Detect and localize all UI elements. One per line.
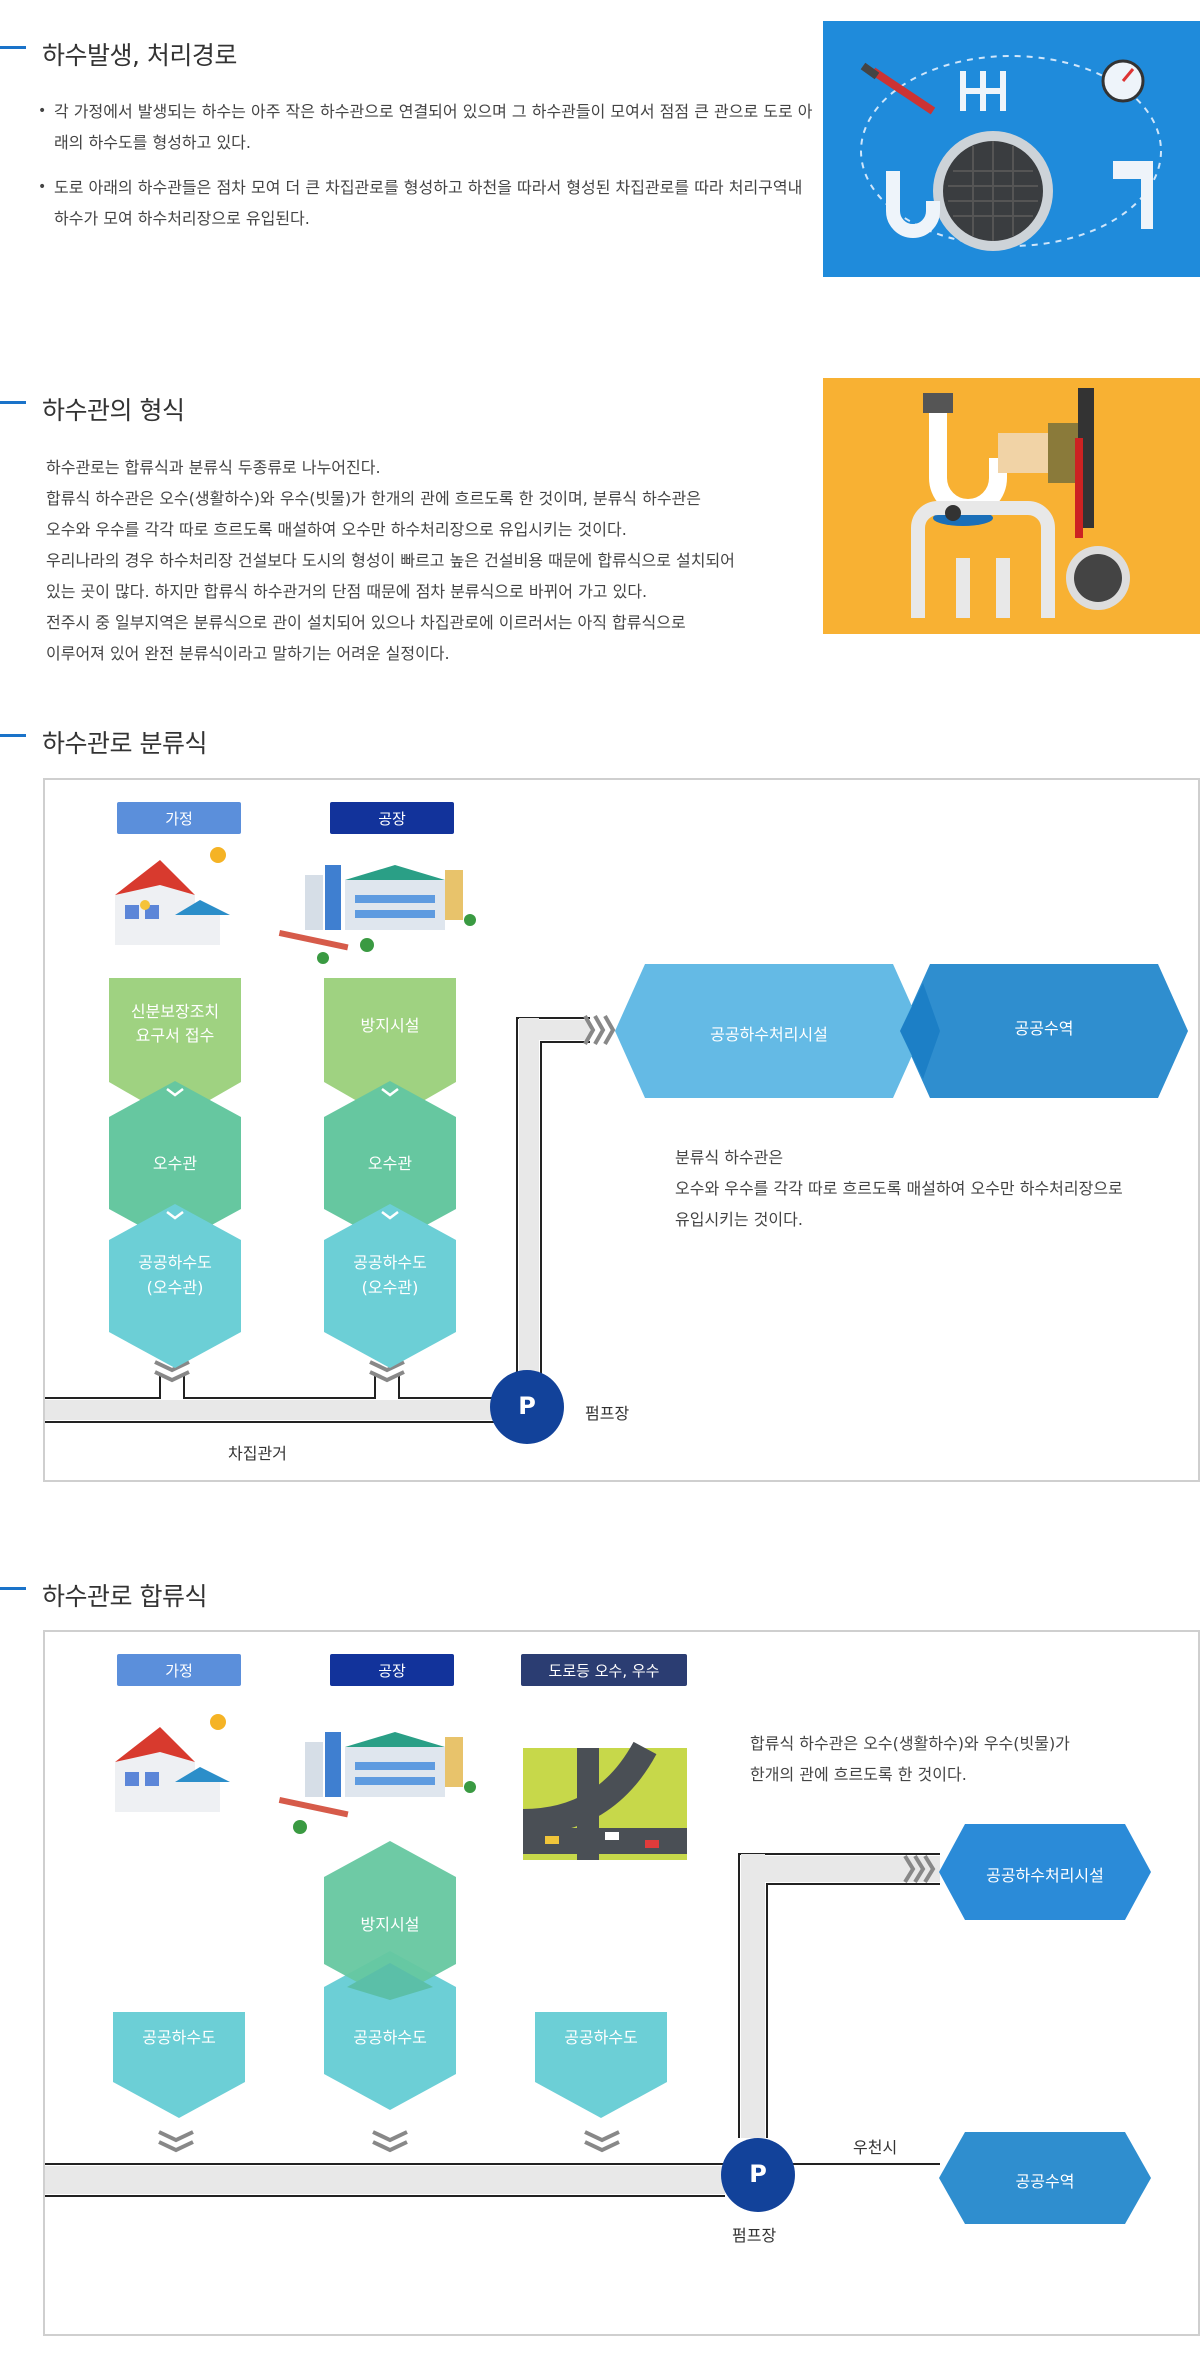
col1-step1-label: 신분보장조치 요구서 접수 xyxy=(130,1002,220,1045)
interceptor-label: 차집관거 xyxy=(228,1444,287,1463)
col1-step1-shape xyxy=(109,978,241,1120)
public-water-label: 공공수역 xyxy=(1015,2172,1075,2191)
hexagon-overlap xyxy=(900,983,940,1079)
road-illustration xyxy=(522,1741,687,1860)
bullet-item: 각 가정에서 발생되는 하수는 아주 작은 하수관으로 연결되어 있으며 그 하… xyxy=(38,96,818,158)
flow-chevrons xyxy=(158,1854,936,2153)
pump-station-circle xyxy=(490,1370,564,1444)
pump-station-symbol: P xyxy=(749,2160,767,2188)
bullet-item: 도로 아래의 하수관들은 점차 모여 더 큰 차집관로를 형성하고 하천을 따라… xyxy=(38,172,818,234)
section1-bullets: 각 가정에서 발생되는 하수는 아주 작은 하수관으로 연결되어 있으며 그 하… xyxy=(38,96,818,248)
section-marker xyxy=(0,400,26,404)
note-line: 분류식 하수관은 xyxy=(675,1148,784,1167)
house-label: 가정 xyxy=(117,1654,241,1686)
combined-pipe xyxy=(45,1853,940,2197)
house-label: 가정 xyxy=(117,802,241,834)
paragraph-line: 오수와 우수를 각각 따로 흐르도록 매설하여 오수만 하수처리장으로 유입시키… xyxy=(46,520,627,539)
col2-step2-shape xyxy=(324,1081,456,1245)
section2-title: 하수관의 형식 xyxy=(0,389,185,429)
combined-sewer-label-col2: 공공하수도 xyxy=(353,2028,427,2047)
treatment-facility-label: 공공하수처리시설 xyxy=(986,1866,1104,1885)
separate-system-graphic xyxy=(45,847,1188,1444)
separate-system-note: 분류식 하수관은 오수와 우수를 각각 따로 흐르도록 매설하여 오수만 하수처… xyxy=(675,1142,1123,1235)
paragraph-line: 합류식 하수관은 오수(생활하수)와 우수(빗물)가 한개의 관에 흐르도록 한… xyxy=(46,489,701,508)
section1-title: 하수발생, 처리경로 xyxy=(0,34,237,74)
col2-step3-label: 공공하수도 (오수관) xyxy=(353,1253,427,1297)
col2-shapes xyxy=(324,978,456,1368)
pump-station-circle xyxy=(721,2138,795,2212)
combined-sewer-shape-col1 xyxy=(113,2012,245,2118)
combined-sewer-shape-col3 xyxy=(535,2012,667,2118)
paragraph-line: 하수관로는 합류식과 분류식 두종류로 나누어진다. xyxy=(46,458,381,477)
overflow-label: 우천시 xyxy=(853,2138,898,2157)
hexagon-overlap xyxy=(347,1963,433,2000)
treatment-facility-hexagon xyxy=(615,964,923,1098)
treatment-facility-label: 공공하수처리시설 xyxy=(710,1025,828,1044)
combined-system-graphic xyxy=(45,1714,1151,2224)
interceptor-pipe xyxy=(45,1017,590,1423)
col1-step2-shape xyxy=(109,1081,241,1245)
combined-system-note: 합류식 하수관은 오수(생활하수)와 우수(빗물)가 한개의 관에 흐르도록 한… xyxy=(750,1728,1070,1790)
section3-title: 하수관로 분류식 xyxy=(0,722,207,762)
col1-step3-label: 공공하수도 (오수관) xyxy=(138,1253,212,1297)
col1-shapes xyxy=(109,978,241,1368)
paragraph-line: 이루어져 있어 완전 분류식이라고 말하기는 어려운 실정이다. xyxy=(46,644,450,663)
combined-pipe-fill xyxy=(45,1854,940,2194)
combined-sewer-shape-col2 xyxy=(324,1951,456,2110)
col2-step2-label: 오수관 xyxy=(367,1154,413,1173)
section-marker xyxy=(0,733,26,737)
note-line: 오수와 우수를 각각 따로 흐르도록 매설하여 오수만 하수처리장으로 xyxy=(675,1179,1123,1198)
house-illustration xyxy=(115,847,230,945)
road-label: 도로등 오수, 우수 xyxy=(521,1654,687,1686)
factory-label: 공장 xyxy=(330,1654,454,1686)
pump-station-symbol: P xyxy=(518,1392,536,1420)
plumbing-tools-illustration xyxy=(823,21,1200,277)
col2-step1-label: 방지시설 xyxy=(360,1016,420,1035)
paragraph-line: 있는 곳이 많다. 하지만 합류식 하수관거의 단점 때문에 점차 분류식으로 … xyxy=(46,582,648,601)
public-water-hexagon xyxy=(939,2132,1151,2224)
separate-system-diagram: 가정 공장 신분보장조치 요구서 접수 오수관 공공하수도 (오수관) 방지시설… xyxy=(43,778,1200,1482)
note-line: 한개의 관에 흐르도록 한 것이다. xyxy=(750,1765,967,1784)
combined-sewer-label-col1: 공공하수도 xyxy=(142,2028,216,2047)
col2-step1-shape xyxy=(324,978,456,1120)
combined-sewer-label-col3: 공공하수도 xyxy=(564,2028,638,2047)
pipe-wrench-illustration xyxy=(823,378,1200,634)
factory-illustration xyxy=(278,1732,476,1834)
house-illustration xyxy=(115,1714,230,1812)
public-water-label: 공공수역 xyxy=(1014,1019,1074,1038)
col1-step2-label: 오수관 xyxy=(152,1154,198,1173)
paragraph-line: 우리나라의 경우 하수처리장 건설보다 도시의 형성이 빠르고 높은 건설비용 … xyxy=(46,551,735,570)
note-line: 유입시키는 것이다. xyxy=(675,1210,803,1229)
prevention-facility-label: 방지시설 xyxy=(360,1915,420,1934)
treatment-facility-hexagon xyxy=(939,1824,1151,1920)
factory-illustration xyxy=(278,865,476,964)
section-marker xyxy=(0,1586,26,1590)
pump-station-label: 펌프장 xyxy=(585,1404,630,1423)
col2-step3-shape xyxy=(324,1204,456,1368)
paragraph-line: 전주시 중 일부지역은 분류식으로 관이 설치되어 있으나 차집관로에 이르러서… xyxy=(46,613,686,632)
col1-step3-shape xyxy=(109,1204,241,1368)
section4-title: 하수관로 합류식 xyxy=(0,1575,207,1615)
public-water-hexagon xyxy=(900,964,1188,1098)
prevention-facility-shape xyxy=(324,1841,456,2000)
pump-station-label: 펌프장 xyxy=(732,2226,777,2245)
factory-label: 공장 xyxy=(330,802,454,834)
section2-paragraph: 하수관로는 합류식과 분류식 두종류로 나누어진다. 합류식 하수관은 오수(생… xyxy=(46,452,826,669)
section-marker xyxy=(0,45,26,49)
combined-system-diagram: 가정 공장 도로등 오수, 우수 방지시설 공공하수도 공공하수도 공공하수도 … xyxy=(43,1630,1200,2336)
note-line: 합류식 하수관은 오수(생활하수)와 우수(빗물)가 xyxy=(750,1734,1070,1753)
